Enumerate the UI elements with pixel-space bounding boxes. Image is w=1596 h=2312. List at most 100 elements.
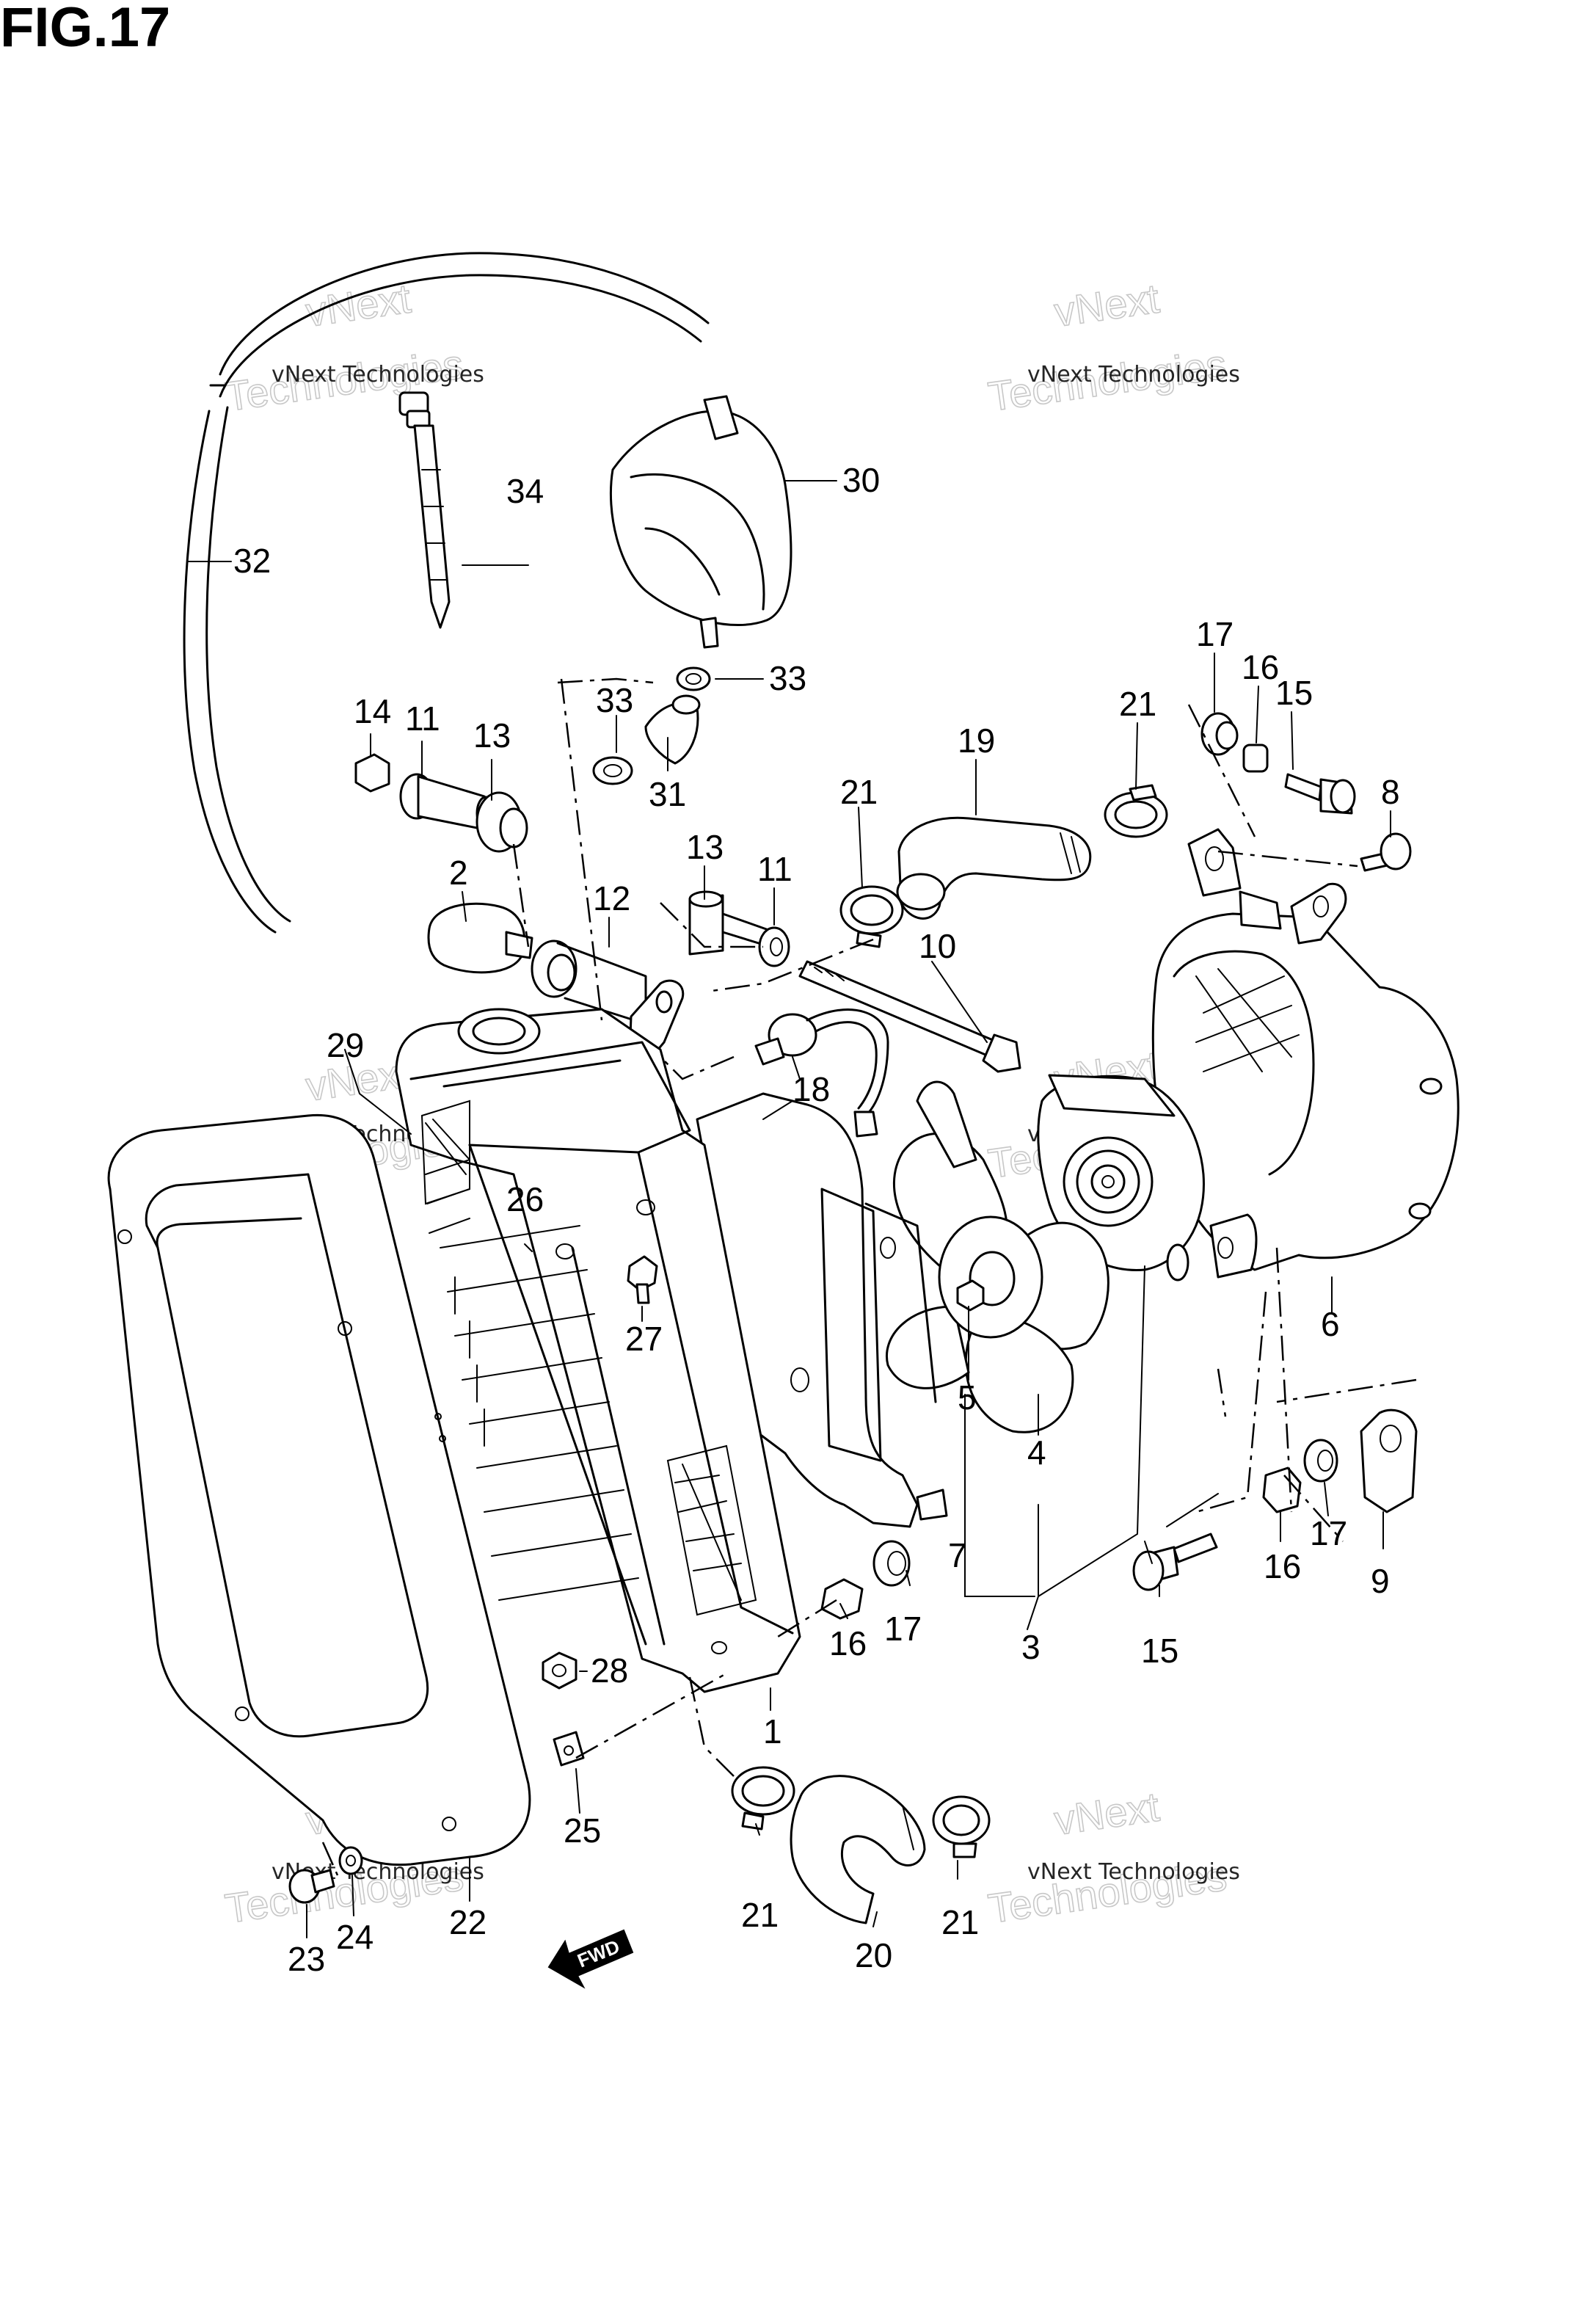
part-1-radiator (395, 1008, 801, 1693)
callout-9: 9 (1371, 1562, 1390, 1600)
callout-20: 20 (855, 1936, 892, 1974)
part-22-radiator-cover (107, 1113, 531, 1866)
callout-13-middle: 13 (686, 828, 724, 866)
callout-15-lower: 15 (1141, 1632, 1178, 1670)
callout-12: 12 (593, 879, 630, 917)
callout-21-top-left: 21 (840, 773, 878, 811)
part-5-nut (956, 1279, 985, 1312)
callout-22: 22 (449, 1903, 487, 1941)
callout-1: 1 (763, 1712, 782, 1751)
part-21-clamp-top-right (1104, 784, 1168, 838)
callout-16-middle: 16 (829, 1624, 867, 1662)
part-6-fan-shroud (1151, 828, 1460, 1279)
svg-text:vNext Technologies: vNext Technologies (272, 362, 484, 388)
callout-labels: 34 32 30 33 33 31 14 11 13 2 12 13 11 21… (233, 461, 1400, 1978)
svg-text:vNext Technologies: vNext Technologies (1027, 1859, 1240, 1885)
part-16-spacer-top (1242, 744, 1269, 773)
callout-19: 19 (958, 721, 995, 760)
callout-31: 31 (649, 775, 686, 813)
part-20-lower-hose (790, 1775, 926, 1924)
callout-24: 24 (336, 1918, 374, 1956)
part-17-grommet-top (1200, 712, 1239, 756)
callout-2: 2 (449, 854, 468, 892)
callout-7: 7 (948, 1536, 967, 1574)
part-8-screw (1360, 832, 1412, 872)
callout-16-top: 16 (1242, 648, 1279, 686)
part-13-grommet-upper (475, 791, 528, 853)
part-16-spacer-middle (820, 1578, 864, 1620)
part-30-reservoir-tank (610, 395, 792, 649)
callout-17-middle: 17 (884, 1610, 922, 1648)
callout-21-bottom-right: 21 (941, 1903, 979, 1941)
part-19-upper-hose (896, 816, 1092, 920)
callout-15-top: 15 (1275, 674, 1313, 712)
part-21-clamp-bottom-right (932, 1795, 991, 1858)
part-10-long-bolt (798, 960, 1021, 1073)
svg-text:vNext: vNext (1052, 275, 1162, 335)
part-23-bolt (288, 1869, 335, 1904)
callout-5: 5 (958, 1378, 977, 1417)
part-4-fan-blade (886, 1080, 1109, 1433)
part-21-clamp-top-left (839, 885, 904, 948)
callout-18: 18 (792, 1070, 830, 1108)
part-34-clamp-strap (398, 391, 451, 629)
callout-27: 27 (625, 1320, 663, 1358)
callout-16-lower: 16 (1264, 1547, 1301, 1585)
callout-33-upper: 33 (769, 659, 806, 697)
part-31-small-hose (644, 694, 701, 765)
callout-34: 34 (506, 472, 544, 510)
fwd-direction-arrow: FWD (547, 1929, 634, 1989)
part-17-grommet-middle (872, 1540, 911, 1587)
part-7-inner-shroud (696, 1092, 948, 1528)
callout-13-upper: 13 (473, 716, 511, 755)
callout-26: 26 (506, 1180, 544, 1218)
callout-21-bottom-left: 21 (741, 1896, 779, 1934)
callout-3: 3 (1021, 1628, 1041, 1666)
callout-14: 14 (354, 692, 391, 730)
callout-8: 8 (1381, 773, 1400, 811)
callout-23: 23 (288, 1940, 325, 1978)
part-33-clip-lower (592, 756, 633, 785)
part-33-clip-upper (676, 666, 711, 691)
part-25-clip-nut (553, 1731, 585, 1767)
part-28-nut (542, 1651, 577, 1690)
watermark-bottom-right: vNext Technologies vNext Technologies (985, 1783, 1240, 1933)
part-2-radiator-cap (427, 902, 533, 974)
callout-25: 25 (564, 1811, 601, 1850)
part-18-thermo-switch (754, 1008, 889, 1138)
callout-11-middle: 11 (757, 850, 792, 888)
callout-30: 30 (842, 461, 880, 499)
callout-33-lower: 33 (596, 681, 633, 719)
svg-text:vNext: vNext (1052, 1784, 1162, 1844)
assembly-lines (321, 677, 1417, 1876)
callout-6: 6 (1321, 1305, 1340, 1343)
part-27-bolt (627, 1255, 658, 1304)
part-16-spacer-lower (1262, 1466, 1302, 1513)
callout-10: 10 (919, 927, 956, 965)
callout-17-top: 17 (1196, 615, 1234, 653)
callout-32: 32 (233, 542, 271, 580)
callout-17-lower: 17 (1310, 1514, 1347, 1552)
part-32-overflow-hose (183, 252, 710, 934)
part-21-clamp-bottom-left (731, 1766, 795, 1831)
callout-4: 4 (1027, 1433, 1046, 1472)
callout-21-top-right: 21 (1119, 685, 1156, 723)
part-15-bolt-lower (1132, 1533, 1218, 1591)
svg-text:vNext Technologies: vNext Technologies (1027, 362, 1240, 388)
part-15-bolt-top (1284, 773, 1356, 815)
callout-29: 29 (327, 1026, 364, 1064)
part-17-grommet-lower (1303, 1439, 1338, 1483)
watermark-top-right: vNext Technologies vNext Technologies (985, 275, 1240, 421)
part-14-nut (354, 753, 390, 793)
figure-title: FIG.17 (0, 0, 171, 59)
part-24-washer (338, 1846, 363, 1875)
part-13-grommet-middle (688, 890, 724, 956)
part-9-bracket (1360, 1408, 1418, 1513)
part-3-fan-motor (1037, 1074, 1205, 1282)
callout-11-upper: 11 (405, 699, 440, 738)
part-11-collar-middle (721, 912, 790, 967)
callout-28: 28 (591, 1651, 628, 1690)
leader-lines (186, 480, 1391, 1938)
